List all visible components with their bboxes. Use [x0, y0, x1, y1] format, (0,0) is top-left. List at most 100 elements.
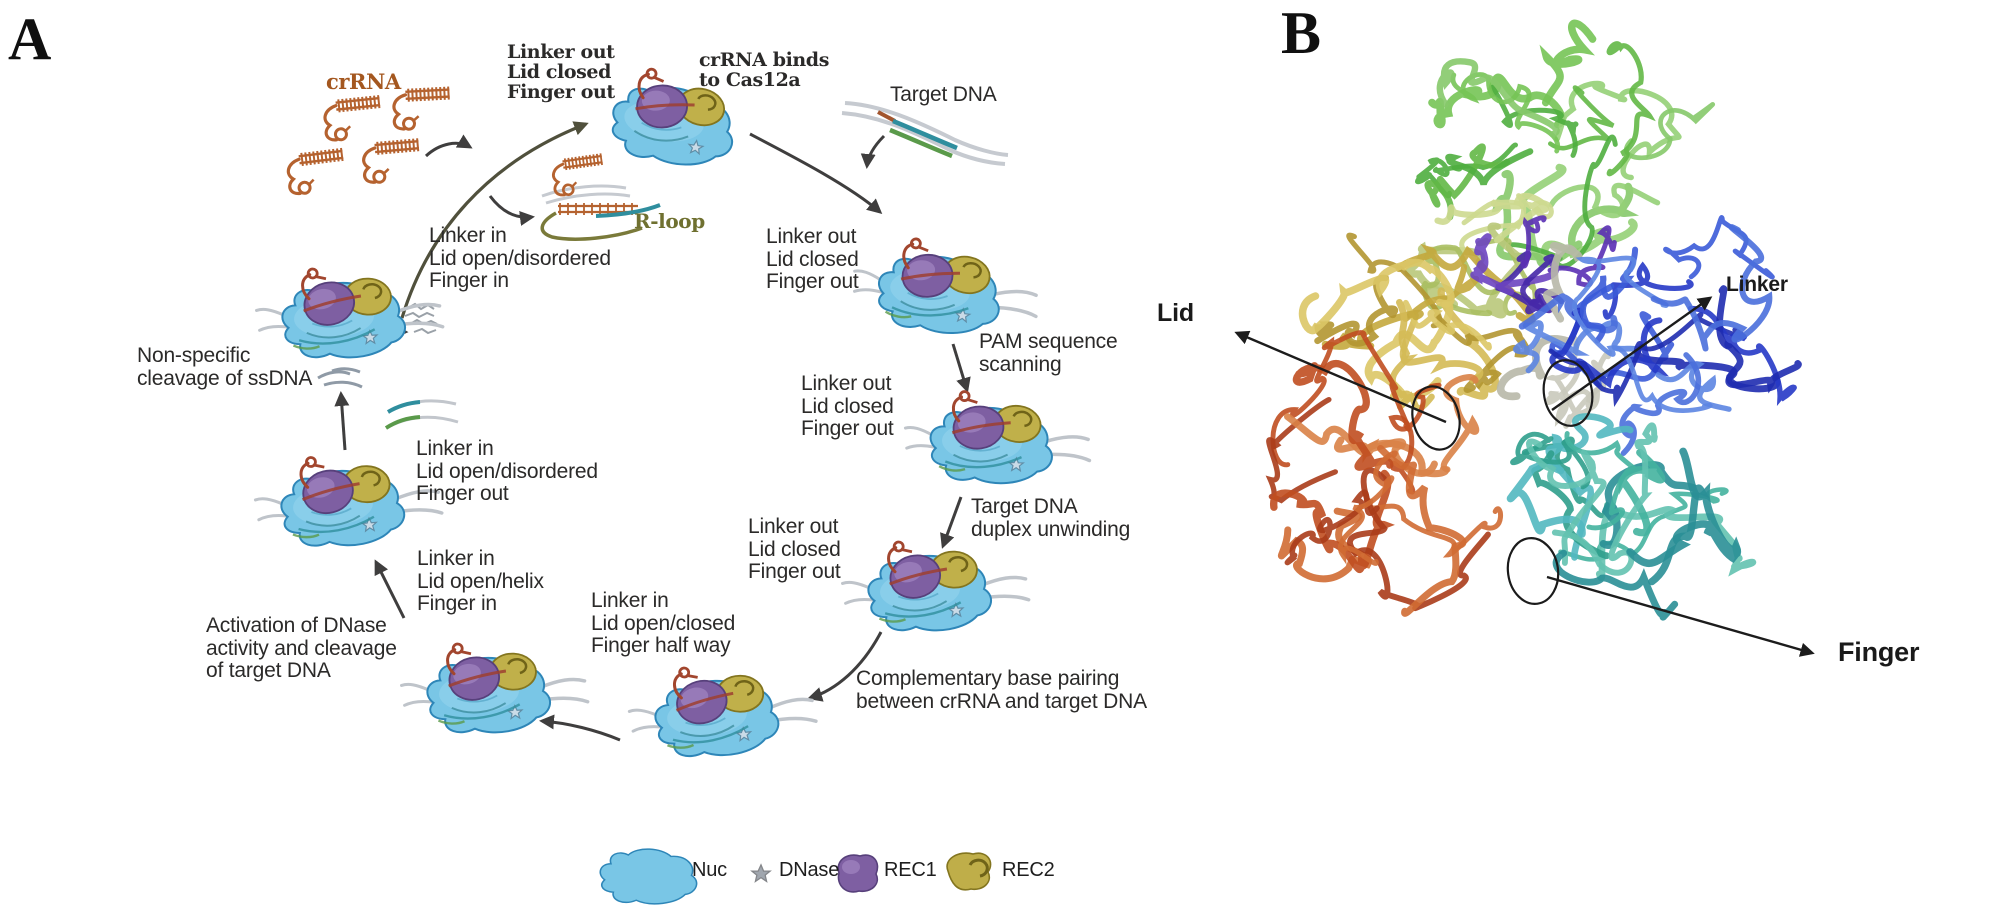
finger-annotation: Finger	[1838, 637, 1920, 667]
ribbon-strand	[1396, 299, 1484, 384]
ribbon-strand	[1270, 330, 1411, 468]
legend-label-rec1: REC1	[884, 859, 937, 881]
arrow-halfway-to-activation	[539, 714, 621, 742]
arrow-duplex-unwinding	[940, 496, 963, 549]
ribbon-strand	[1552, 549, 1679, 621]
rec2-blob-icon	[946, 852, 992, 891]
ribbon-strand	[1551, 422, 1658, 576]
ribbon-strand	[1548, 311, 1747, 408]
state-3-label: Linker out Lid closed Finger out	[801, 372, 894, 440]
ribbon-strand	[1338, 450, 1398, 566]
ribbon-strand	[1395, 243, 1536, 325]
ribbon-strand	[1414, 142, 1518, 199]
ribbon-strand	[1299, 258, 1455, 335]
ribbon-strand	[1347, 467, 1491, 612]
state-8-label: Linker in Lid open/disordered Finger in	[429, 224, 611, 292]
ribbon-strand	[1510, 431, 1591, 490]
ribbon-strand	[1619, 352, 1702, 456]
ribbon-strand	[1526, 438, 1607, 566]
ribbon-strand	[1470, 233, 1559, 296]
ribbon-strand	[1650, 224, 1773, 352]
ribbon-strand	[1543, 242, 1583, 323]
state-4-label: Linker out Lid closed Finger out	[748, 515, 841, 583]
r-loop-structure	[540, 151, 661, 241]
finger-circle	[1506, 537, 1560, 605]
ribbon-strand	[1424, 143, 1511, 221]
ribbon-strand	[1539, 19, 1597, 107]
ribbon-strand	[1284, 413, 1438, 477]
arrow-to-r-loop	[488, 195, 535, 226]
ribbon-strand	[1545, 413, 1634, 561]
legend-label-rec2: REC2	[1002, 859, 1055, 881]
arrow-binding-to-scanning	[749, 132, 883, 214]
ribbon-strand	[1545, 349, 1612, 427]
linker-arrow	[1551, 296, 1713, 411]
panel-b-label: B	[1281, 0, 1322, 66]
ribbon-strand	[1284, 489, 1380, 566]
ribbon-strand	[1445, 148, 1534, 186]
unwinding-label: Target DNA duplex unwinding	[971, 495, 1131, 541]
lid-arrow	[1234, 330, 1447, 424]
ribbon-strand	[1292, 359, 1394, 471]
cas12a-state-unwinding	[904, 390, 1092, 487]
target-dna-duplex	[841, 101, 1009, 166]
linker-annotation: Linker	[1726, 273, 1788, 296]
ribbon-strand	[1433, 312, 1530, 393]
cleaved-ssdna-fragments	[317, 367, 363, 389]
crRNA-binds-label: crRNA binds to Cas12a	[699, 49, 829, 91]
r-loop-label: R-loop	[634, 209, 705, 233]
cas12a-state-finger-halfway	[626, 657, 818, 763]
arrow-activation-up	[374, 559, 406, 619]
linker-circle	[1542, 359, 1594, 427]
ribbon-strand	[1564, 431, 1638, 531]
arrow-recycle-to-top	[400, 121, 589, 319]
ribbon-strand	[1434, 192, 1550, 244]
ribbon-strand	[1548, 182, 1661, 219]
ribbon-strand	[1377, 445, 1467, 617]
crRNA-molecule-cluster	[284, 84, 453, 197]
ribbon-strand	[1496, 335, 1572, 400]
nonspecific-label: Non-specific cleavage of ssDNA	[137, 344, 313, 390]
cleaved-target-dna	[384, 399, 459, 430]
legend-label-nuc: Nuc	[692, 859, 727, 881]
domain-marker-circles	[1411, 359, 1594, 605]
ribbon-strand	[1506, 134, 1618, 269]
ribbon-strand	[1520, 215, 1547, 269]
base-pairing-label: Complementary base pairing between crRNA…	[856, 667, 1147, 713]
ribbon-strand	[1367, 498, 1504, 558]
panelB-annotation-arrows	[1234, 296, 1815, 657]
ribbon-strand	[1606, 41, 1656, 177]
ribbon-strand	[1572, 255, 1713, 413]
ribbon-strand	[1655, 361, 1732, 412]
legend-label-dnase: DNase	[779, 859, 840, 881]
cas12a-state-base-pairing	[841, 535, 1030, 635]
ribbon-strand	[1440, 374, 1480, 473]
crRNA-label: crRNA	[326, 69, 401, 94]
ribbon-strand	[1663, 215, 1775, 280]
pam-scanning-label: PAM sequence scanning	[979, 330, 1118, 376]
ribbon-strand	[1450, 72, 1560, 154]
ribbon-strand	[1687, 305, 1797, 406]
nuc-blob-icon	[599, 848, 698, 905]
arrow-target-dna-entry	[860, 134, 886, 169]
activation-label: Activation of DNase activity and cleavag…	[206, 614, 397, 682]
arrow-crRNA-to-cas12a	[424, 134, 473, 158]
finger-arrow	[1546, 575, 1815, 657]
cas12a-state-pam-scanning	[849, 233, 1042, 342]
state-7-label: Linker in Lid open/disordered Finger out	[416, 437, 598, 505]
rec1-blob-icon	[837, 854, 879, 893]
ribbon-strand	[1489, 84, 1579, 158]
panel-a-label: A	[8, 6, 52, 72]
state-5-label: Linker in Lid open/closed Finger half wa…	[591, 589, 736, 657]
dnase-star-icon	[751, 864, 771, 883]
ribbon-strand	[1602, 261, 1694, 320]
legend-icons	[599, 848, 992, 905]
state-2-label: Linker out Lid closed Finger out	[766, 225, 859, 293]
cas12a-state-finger-out	[253, 449, 444, 552]
lid-annotation: Lid	[1157, 299, 1194, 327]
arrow-pam-scanning	[951, 343, 971, 393]
state-6-label: Linker in Lid open/helix Finger in	[417, 547, 544, 615]
ribbon-strand	[1520, 254, 1555, 314]
